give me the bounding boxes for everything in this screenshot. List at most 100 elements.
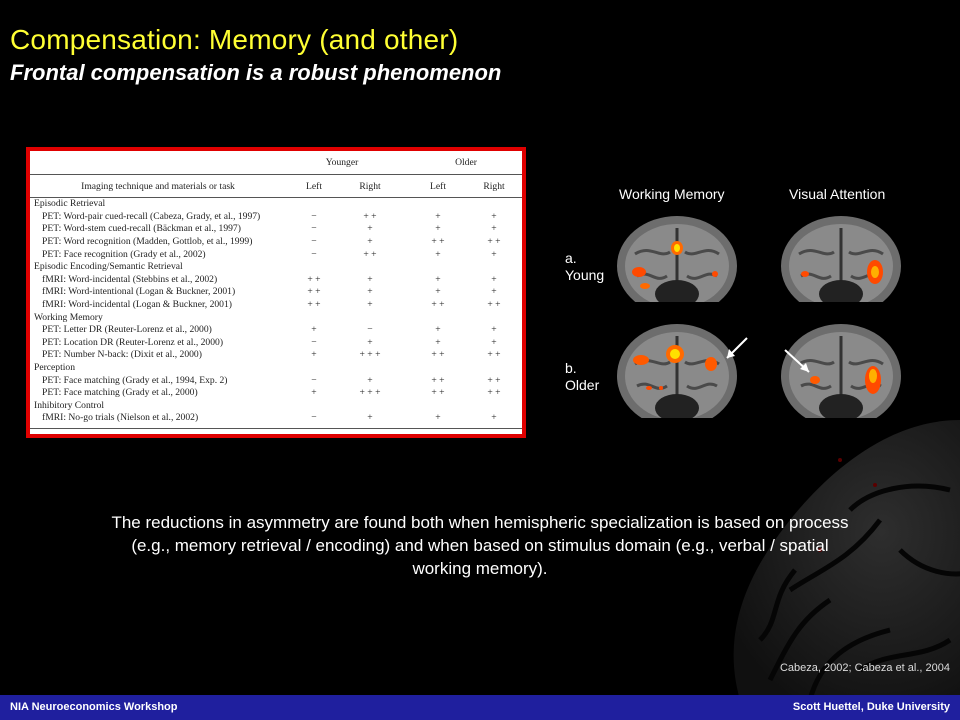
table-cell-value: + + [363, 210, 377, 222]
slide-title: Compensation: Memory (and other) [10, 24, 459, 55]
arrow-older-frontal [726, 337, 748, 359]
table-row: PET: Word recognition (Madden, Gottlob, … [30, 236, 522, 249]
group-header-younger: Younger [286, 151, 398, 175]
brain-scan-older-working-memory [615, 320, 739, 418]
table-cell-task: fMRI: No-go trials (Nielson et al., 2002… [30, 412, 286, 429]
table-cell-value: + [435, 273, 441, 285]
table-row: PET: Word-pair cued-recall (Cabeza, Grad… [30, 211, 522, 224]
table-row: PET: Letter DR (Reuter-Lorenz et al., 20… [30, 324, 522, 337]
table-cell-value: + [491, 286, 497, 298]
table-cell-value: + [491, 210, 497, 222]
table-row: PET: Word-stem cued-recall (Bäckman et a… [30, 223, 522, 236]
table-cell-value: + [342, 412, 398, 429]
table-cell-value: + + [487, 387, 501, 399]
table-cell-value: + [435, 248, 441, 260]
table-cell-value: + [491, 273, 497, 285]
table-cell-value: + [435, 286, 441, 298]
table-row: PET: Face recognition (Grady et al., 200… [30, 249, 522, 262]
table-cell-value: + + + [359, 387, 381, 399]
table-cell-value: + [367, 286, 373, 298]
table-cell-task: PET: Number N-back: (Dixit et al., 2000) [42, 349, 202, 361]
table-cell-value: + [491, 336, 497, 348]
table-section-row: Working Memory [30, 312, 522, 325]
table-cell-task: PET: Location DR (Reuter-Lorenz et al., … [42, 336, 224, 348]
table-cell-value: − [286, 412, 342, 429]
table-section-label: Episodic Retrieval [34, 198, 106, 210]
table-cell-value: − [311, 210, 317, 222]
arrow-older-attention [784, 349, 810, 373]
table-cell-value: + [435, 223, 441, 235]
table-section-row: Episodic Retrieval [30, 198, 522, 211]
table-cell-value: + [367, 336, 373, 348]
table-cell-task: fMRI: Word-intentional (Logan & Buckner,… [42, 286, 236, 298]
column-label-visual-attention: Visual Attention [789, 186, 886, 202]
table-cell-task: PET: Word-pair cued-recall (Cabeza, Grad… [42, 210, 261, 222]
table-cell-value: + [435, 324, 441, 336]
table-row: PET: Face matching (Grady et al., 2000) +… [30, 387, 522, 400]
table-section-label: Working Memory [34, 311, 103, 323]
table-section-label: Inhibitory Control [34, 399, 105, 411]
table-cell-value: + + [431, 298, 445, 310]
table-cell-value: + + [363, 248, 377, 260]
table-cell-value: − [367, 324, 373, 336]
table-cell-task: PET: Letter DR (Reuter-Lorenz et al., 20… [42, 324, 212, 336]
table-section-label: Perception [34, 361, 76, 373]
column-label-working-memory: Working Memory [619, 186, 725, 202]
table-cell-value: + + + [359, 349, 381, 361]
table-cell-value: + [367, 298, 373, 310]
table-section-row: Inhibitory Control [30, 400, 522, 413]
footer-author: Scott Huettel, Duke University [792, 701, 950, 713]
table-row: PET: Face matching (Grady et al., 1994, … [30, 375, 522, 388]
table-cell-value: + [435, 336, 441, 348]
brain-scan-young-working-memory [615, 214, 739, 302]
table-cell-value: + + [487, 349, 501, 361]
table-cell-value: + + [307, 298, 321, 310]
table-cell-value: − [311, 223, 317, 235]
brain-surface-background [733, 420, 960, 700]
table-cell-value: + [311, 349, 317, 361]
table-section-label: Episodic Encoding/Semantic Retrieval [34, 261, 183, 273]
table-cell-value: + + [487, 374, 501, 386]
footer-bar: NIA Neuroeconomics Workshop Scott Huette… [0, 695, 960, 720]
brain-scan-young-visual-attention [779, 214, 903, 302]
table-row: fMRI: Word-intentional (Logan & Buckner,… [30, 286, 522, 299]
table-cell-value: + + [487, 298, 501, 310]
table-cell-value: + [491, 248, 497, 260]
table-cell-value: + [367, 235, 373, 247]
table-cell-value: + + [487, 235, 501, 247]
table-row: fMRI: Word-incidental (Stebbins et al., … [30, 274, 522, 287]
table-cell-task: PET: Word-stem cued-recall (Bäckman et a… [42, 223, 241, 235]
table-cell-value: + [491, 223, 497, 235]
table-cell-task: PET: Word recognition (Madden, Gottlob, … [42, 235, 253, 247]
table-cell-value: + [311, 324, 317, 336]
table-cell-value: + [410, 412, 466, 429]
asymmetry-table: Younger Older Imaging technique and mate… [30, 151, 522, 429]
column-header-older-left: Left [410, 174, 466, 199]
table-cell-task: fMRI: Word-incidental (Stebbins et al., … [42, 273, 218, 285]
table-cell-task: PET: Face recognition (Grady et al., 200… [42, 248, 206, 260]
table-row: PET: Location DR (Reuter-Lorenz et al., … [30, 337, 522, 350]
column-header-older-right: Right [466, 174, 522, 199]
citation: Cabeza, 2002; Cabeza et al., 2004 [779, 662, 950, 674]
slide-subtitle: Frontal compensation is a robust phenome… [10, 60, 502, 85]
brain-scan-older-visual-attention [779, 320, 903, 418]
table-cell-value: + [435, 210, 441, 222]
table-cell-task: PET: Face matching (Grady et al., 1994, … [42, 374, 228, 386]
table-cell-value: + + [307, 286, 321, 298]
column-header-younger-left: Left [286, 174, 342, 199]
table-cell-value: − [311, 248, 317, 260]
table-cell-task: PET: Face matching (Grady et al., 2000) [42, 387, 198, 399]
table-cell-value: − [311, 336, 317, 348]
table-cell-value: + [367, 374, 373, 386]
row-label-young: a. Young [565, 250, 605, 283]
table-row: fMRI: Word-incidental (Logan & Buckner, … [30, 299, 522, 312]
table-cell-value: + + [431, 374, 445, 386]
footer-workshop: NIA Neuroeconomics Workshop [10, 701, 178, 713]
table-cell-value: + + [431, 349, 445, 361]
table-section-row: Episodic Encoding/Semantic Retrieval [30, 261, 522, 274]
table-cell-value: + + [431, 387, 445, 399]
table-cell-task: fMRI: Word-incidental (Logan & Buckner, … [42, 298, 232, 310]
table-cell-value: + [311, 387, 317, 399]
asymmetry-table-figure: Younger Older Imaging technique and mate… [26, 147, 526, 438]
